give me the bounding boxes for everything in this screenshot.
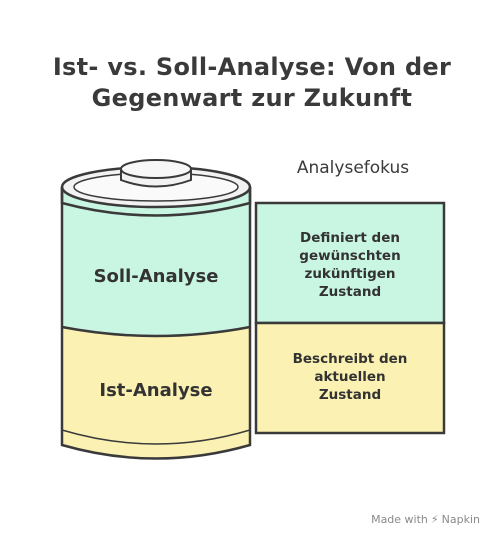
battery-bottom-section bbox=[62, 327, 250, 459]
bottom-box-line-2: aktuellen bbox=[314, 369, 386, 385]
battery-bottom-rim bbox=[61, 429, 251, 445]
napkin-icon: ⚡ bbox=[430, 513, 439, 526]
battery-top-section bbox=[62, 187, 250, 336]
ist-analyse-label: Ist-Analyse bbox=[99, 380, 213, 401]
top-box-line-1: Definiert den bbox=[299, 230, 400, 246]
top-box-line-2: gewünschten bbox=[299, 248, 401, 264]
bottom-box bbox=[254, 321, 446, 435]
bottom-box-text: Beschreibt den aktuellen Zustand bbox=[256, 350, 444, 404]
footer[interactable]: Made with ⚡ Napkin bbox=[371, 513, 480, 526]
battery-separator bbox=[61, 325, 251, 338]
bottom-box-line-3: Zustand bbox=[318, 387, 382, 403]
top-box-text: Definiert den gewünschten zukünftigen Zu… bbox=[256, 229, 444, 301]
top-box-line-4: Zustand bbox=[318, 284, 382, 300]
battery-rim bbox=[60, 187, 252, 217]
page-title: Ist- vs. Soll-Analyse: Von der Gegenwart… bbox=[0, 52, 504, 114]
battery-outline bbox=[60, 187, 252, 460]
soll-analyse-label: Soll-Analyse bbox=[93, 266, 219, 287]
battery-terminal-top bbox=[120, 159, 192, 179]
focus-label: Analysefokus bbox=[296, 158, 410, 178]
footer-brand: Napkin bbox=[441, 513, 480, 526]
bottom-box-line-1: Beschreibt den bbox=[292, 351, 408, 367]
title-line-2: Gegenwart zur Zukunft bbox=[91, 84, 413, 112]
top-box-line-3: zukünftigen bbox=[304, 266, 396, 282]
footer-made-with: Made with bbox=[371, 513, 428, 526]
title-line-1: Ist- vs. Soll-Analyse: Von der bbox=[52, 53, 452, 81]
